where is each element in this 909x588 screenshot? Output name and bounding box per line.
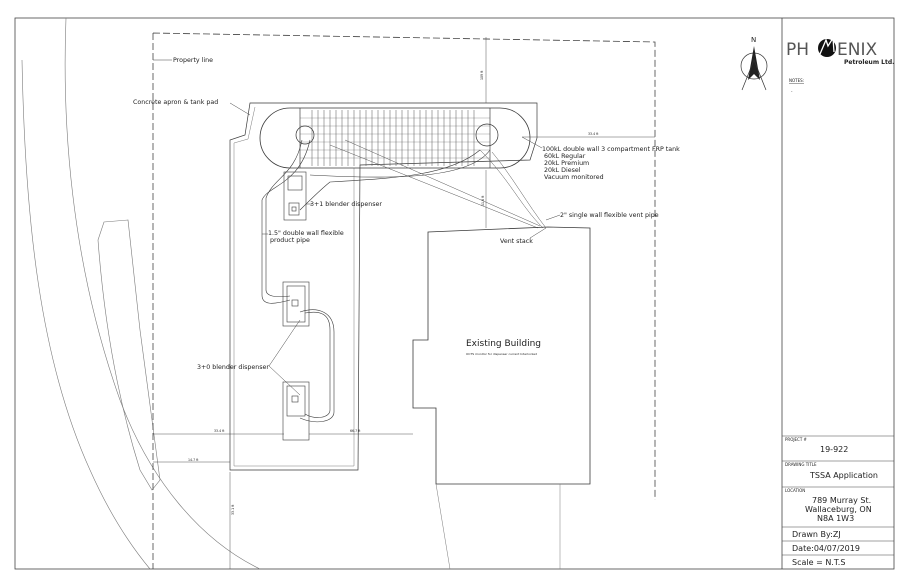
dispenser-3-1 — [283, 171, 307, 221]
concrete-apron — [229, 102, 538, 471]
label-tank-line4: 20kL Diesel — [544, 167, 581, 174]
building-title: Existing Building — [466, 339, 541, 349]
north-arrow-icon: N — [740, 36, 768, 91]
label-vent-stack: Vent stack — [500, 238, 533, 245]
notes-heading: NOTES: — [789, 78, 804, 83]
drawn-by: Drawn By:ZJ — [792, 530, 841, 539]
location-line1: 789 Murray St. — [812, 496, 871, 505]
label-property-line: Property line — [173, 57, 213, 64]
dim-left-long: 33.4 ft — [214, 429, 225, 433]
label-tank-line1: 100kL double wall 3 compartment FRP tank — [542, 146, 680, 153]
notes-body: - — [791, 89, 793, 94]
dim-right-long: 66.7 ft — [350, 429, 361, 433]
label-product-pipe-2: product pipe — [270, 237, 310, 244]
dim-tank-right: 33.4 ft — [588, 132, 599, 136]
drawing-scale: Scale = N.T.S — [792, 558, 845, 567]
dim-top-vertical: 109 ft — [480, 70, 484, 80]
building-subtitle: OCTS monitor for dispenser current Inter… — [466, 352, 537, 356]
project-value: 19-922 — [820, 445, 848, 454]
road-island — [97, 219, 161, 491]
dim-left-short: 14.7 ft — [188, 458, 199, 462]
road-edge-left — [64, 17, 261, 570]
vent-piping — [329, 139, 547, 229]
label-blender-3-1: 3+1 blender dispenser — [310, 201, 382, 208]
label-concrete-apron: Concrete apron & tank pad — [133, 99, 218, 106]
property-line — [152, 32, 656, 569]
existing-building — [412, 226, 591, 485]
leader-3-0 — [268, 319, 301, 367]
label-product-pipe-1: 1.5" double wall flexible — [268, 230, 344, 237]
drawing-title-label: DRAWING TITLE — [785, 462, 817, 467]
north-label: N — [751, 36, 756, 44]
location-label: LOCATION — [785, 488, 805, 493]
tank-manway-right — [475, 123, 499, 147]
location-line2: Wallaceburg, ON — [805, 505, 872, 514]
annotation-leaders — [153, 59, 561, 239]
dispenser-3-0-lower — [282, 381, 310, 441]
dispenser-3-0-upper — [282, 281, 310, 327]
dimension-lines — [153, 37, 655, 569]
dim-tank-to-building: 11.6 ft — [481, 195, 485, 206]
label-tank-line2: 60kL Regular — [544, 153, 586, 160]
logo-text-left: PH — [786, 40, 809, 60]
road-edge-outer — [21, 59, 151, 570]
dim-bottom-vertical: 33.1 ft — [231, 504, 235, 515]
product-piping — [261, 139, 491, 423]
concrete-apron-inner — [233, 106, 355, 467]
drawing-date: Date:04/07/2019 — [792, 544, 860, 553]
phoenix-bird-icon — [818, 35, 836, 57]
label-tank-line5: Vacuum monitored — [544, 174, 604, 181]
logo-text-right: ENIX — [837, 40, 877, 60]
sheet-border — [14, 17, 895, 570]
leader-3-0b — [268, 365, 301, 396]
drawing-title-value: TSSA Application — [809, 471, 878, 480]
tank-manway-left — [295, 125, 315, 145]
underground-tank — [259, 107, 531, 169]
logo-subtitle: Petroleum Ltd. — [844, 59, 894, 66]
location-line3: N8A 1W3 — [817, 514, 854, 523]
company-logo: PH ENIX Petroleum Ltd. — [786, 35, 894, 66]
title-block — [782, 435, 894, 556]
label-tank-line3: 20kL Premium — [544, 160, 589, 167]
project-label: PROJECT # — [785, 437, 808, 442]
building-extension — [435, 483, 561, 570]
label-vent-pipe: 2" single wall flexible vent pipe — [560, 212, 659, 219]
label-blender-3-0: 3+0 blender dispenser — [197, 364, 269, 371]
